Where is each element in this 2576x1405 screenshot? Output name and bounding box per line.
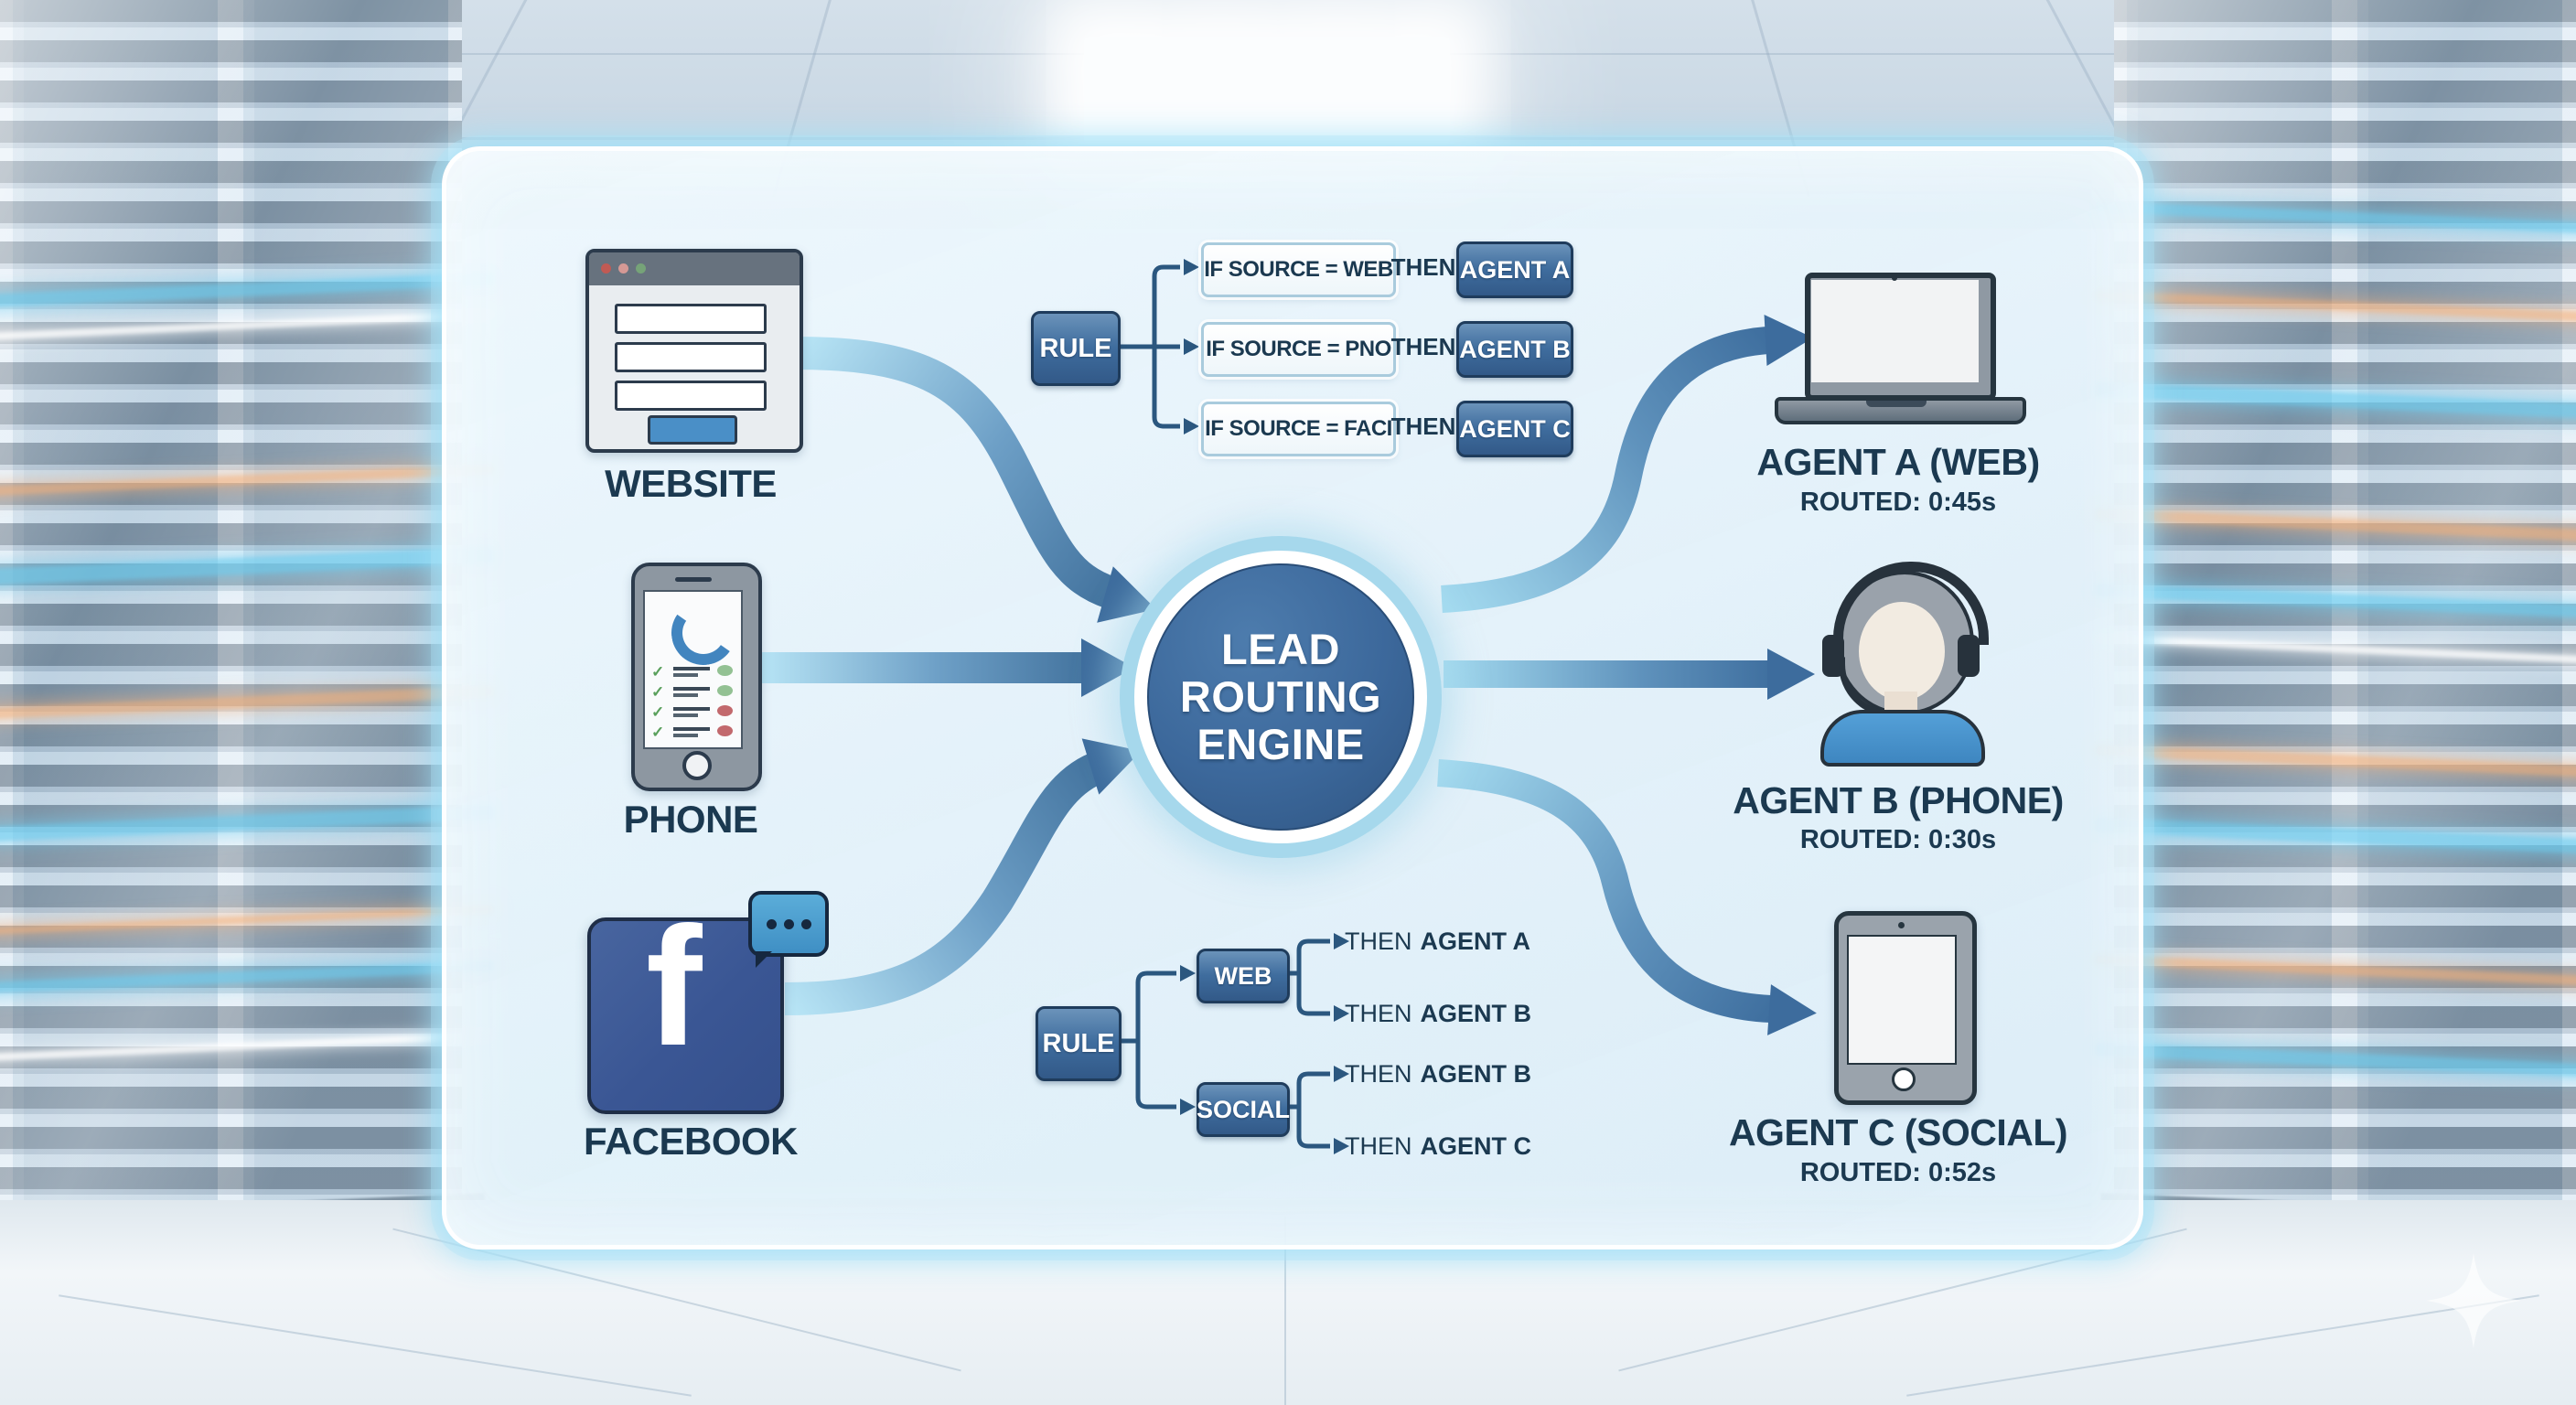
tablet-camera-dot — [1898, 922, 1905, 928]
agent-c-routed-time: ROUTED: 0:52s — [1799, 1158, 1997, 1187]
agent-c-name: AGENT C (SOCIAL) — [1728, 1111, 2068, 1153]
status-dot-green — [717, 685, 733, 696]
top-rule-node: RULE — [1031, 311, 1121, 386]
list-line — [673, 727, 710, 731]
outcome-agent: AGENT B — [1420, 999, 1532, 1027]
headset-earcup — [1958, 635, 1980, 677]
checkmark-icon: ✓ — [651, 724, 665, 741]
agent-a-routed-time: ROUTED: 0:45s — [1799, 488, 1997, 517]
rule-condition-2: IF SOURCE = PNO — [1201, 322, 1396, 377]
lead-routing-engine-node: LEAD ROUTING ENGINE — [1147, 563, 1414, 831]
chat-bubble-icon — [748, 891, 829, 968]
tablet-icon — [1834, 911, 1977, 1105]
facebook-icon: f — [587, 917, 784, 1114]
laptop-icon — [1775, 273, 2026, 424]
phone-speaker — [675, 577, 712, 582]
outcome-social-agent-b: THEN AGENT B — [1345, 1057, 1531, 1090]
list-line — [673, 707, 710, 711]
laptop-camera-dot — [1892, 275, 1897, 281]
chat-bubble-tail — [756, 951, 772, 968]
list-line — [673, 687, 710, 691]
agent-b-routed-time: ROUTED: 0:30s — [1799, 825, 1997, 854]
outcome-prefix: THEN — [1345, 1132, 1412, 1160]
status-dot-red — [717, 705, 733, 716]
tablet-screen — [1847, 935, 1957, 1065]
ceiling-light-panel — [1084, 37, 1450, 145]
outcome-social-agent-c: THEN AGENT C — [1345, 1130, 1531, 1163]
website-browser-icon — [585, 249, 803, 453]
browser-form-field — [615, 304, 767, 334]
checkmark-icon: ✓ — [651, 663, 665, 681]
list-line — [673, 734, 698, 737]
outcome-web-agent-b: THEN AGENT B — [1345, 997, 1531, 1030]
then-label-2: THEN — [1390, 332, 1456, 360]
agent-chip-b: AGENT B — [1456, 321, 1573, 378]
laptop-display — [1811, 280, 1979, 382]
engine-title-line2: ROUTING — [1179, 672, 1382, 722]
laptop-notch — [1866, 401, 1927, 407]
browser-dot-red-icon — [601, 263, 611, 273]
browser-form-field — [615, 342, 767, 372]
browser-dot-green-icon — [636, 263, 646, 273]
agent-b-name: AGENT B (PHONE) — [1733, 779, 2064, 821]
list-line — [673, 693, 698, 697]
chat-bubble-dot — [766, 918, 777, 929]
status-dot-red — [717, 725, 733, 736]
sparkle-watermark-icon — [2426, 1253, 2521, 1348]
tablet-home-button — [1892, 1067, 1916, 1091]
outcome-agent: AGENT B — [1420, 1059, 1532, 1088]
floor-tile-line — [1284, 1217, 1286, 1405]
outcome-agent: AGENT C — [1420, 1132, 1532, 1160]
source-label-phone: PHONE — [623, 798, 758, 841]
facebook-f-glyph: f — [646, 917, 703, 1081]
rule-condition-3: IF SOURCE = FACI — [1201, 402, 1396, 456]
then-label-3: THEN — [1390, 412, 1456, 440]
rule-condition-1: IF SOURCE = WEB — [1201, 242, 1396, 297]
outcome-prefix: THEN — [1345, 999, 1412, 1027]
chat-bubble-dot — [783, 918, 794, 929]
checkmark-icon: ✓ — [651, 683, 665, 701]
list-line — [673, 713, 698, 717]
list-line — [673, 673, 698, 677]
server-rack-wall-left — [0, 0, 462, 1226]
status-dot-green — [717, 665, 733, 676]
engine-title-line1: LEAD — [1221, 625, 1340, 674]
branch-node-web: WEB — [1197, 949, 1290, 1003]
outcome-prefix: THEN — [1345, 927, 1412, 955]
outcome-agent: AGENT A — [1420, 927, 1531, 955]
browser-form-field — [615, 381, 767, 411]
agent-shirt — [1820, 710, 1985, 767]
agent-chip-c: AGENT C — [1456, 401, 1573, 457]
browser-dot-pink-icon — [618, 263, 628, 273]
agent-chip-a: AGENT A — [1456, 241, 1573, 298]
phone-home-button — [682, 751, 712, 780]
source-label-website: WEBSITE — [605, 462, 777, 505]
outcome-prefix: THEN — [1345, 1059, 1412, 1088]
browser-submit-button — [648, 415, 737, 445]
source-label-facebook: FACEBOOK — [583, 1120, 799, 1163]
agent-a-name: AGENT A (WEB) — [1756, 441, 2040, 483]
outcome-web-agent-a: THEN AGENT A — [1345, 925, 1530, 958]
engine-title-line3: ENGINE — [1197, 719, 1365, 768]
bottom-rule-node: RULE — [1036, 1006, 1122, 1081]
list-line — [673, 667, 710, 670]
headset-band — [1833, 562, 1989, 645]
support-agent-icon — [1819, 562, 1989, 767]
checkmark-icon: ✓ — [651, 703, 665, 721]
chat-bubble-dot — [800, 918, 811, 929]
branch-node-social: SOCIAL — [1197, 1082, 1290, 1137]
server-rack-wall-right — [2114, 0, 2576, 1226]
phone-icon: ✓ ✓ ✓ ✓ — [631, 563, 762, 791]
then-label-1: THEN — [1390, 252, 1456, 281]
